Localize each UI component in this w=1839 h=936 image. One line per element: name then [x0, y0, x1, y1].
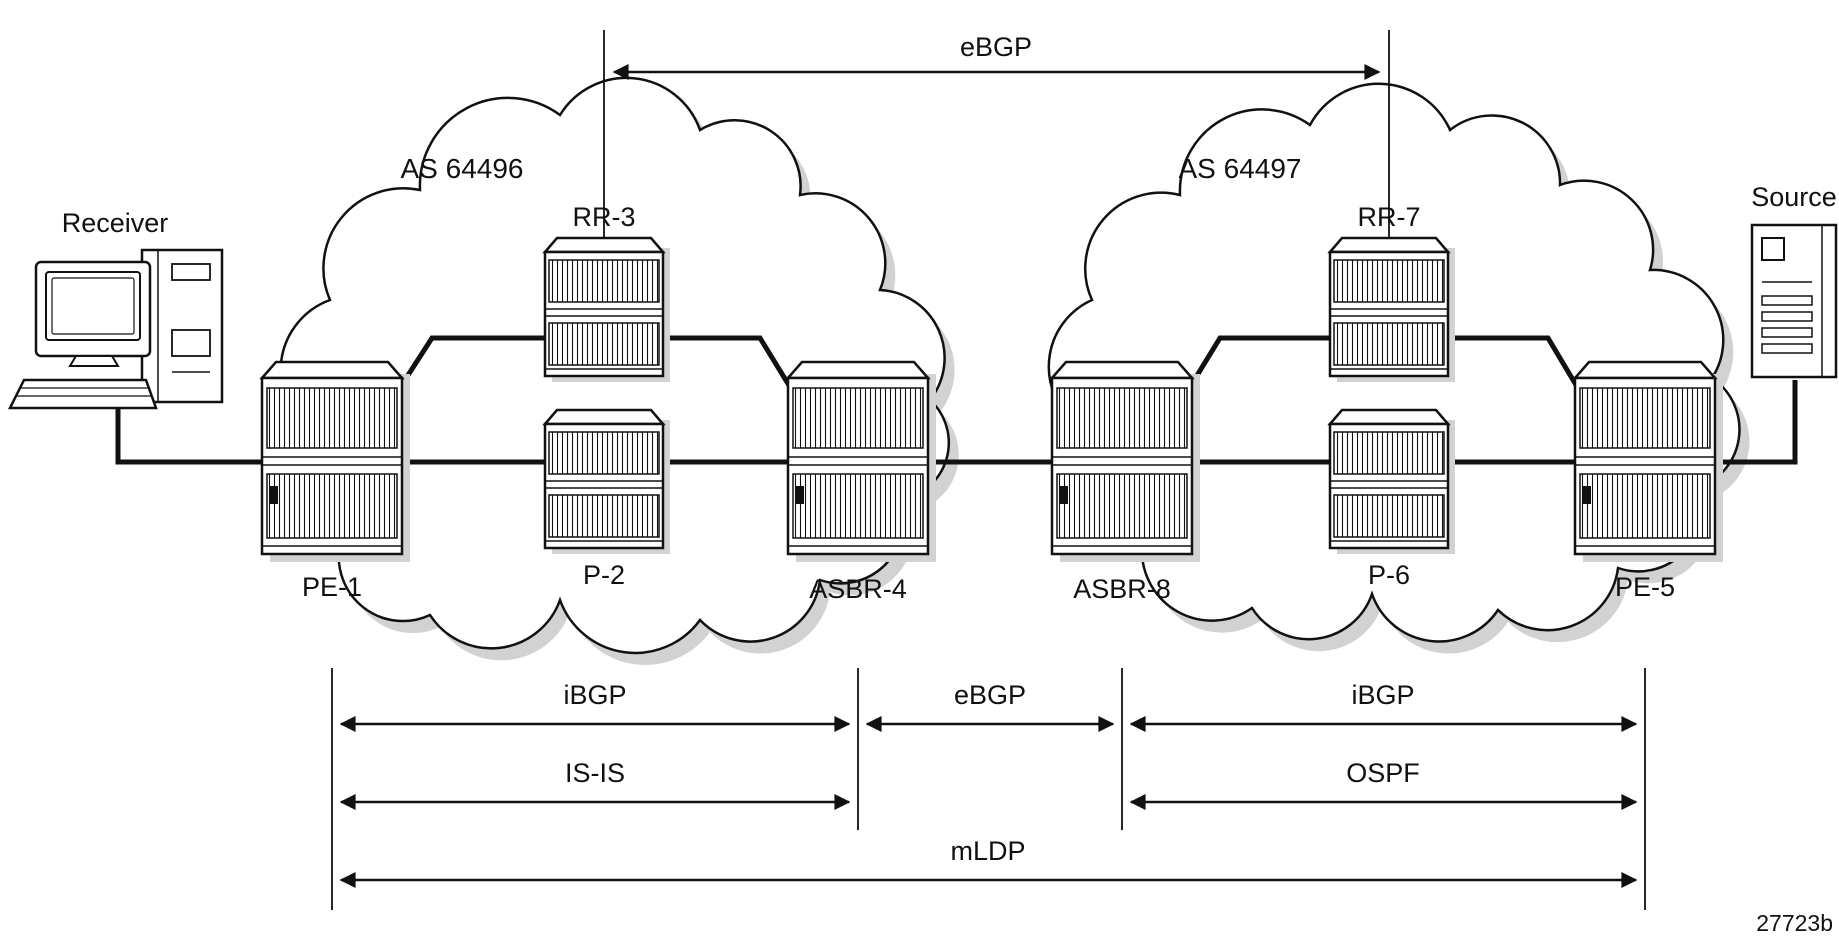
- receiver-host: [7, 248, 224, 410]
- protocol-spans: iBGP eBGP iBGP IS-IS OSPF mLDP: [331, 668, 1646, 910]
- router-p6: [1328, 408, 1457, 556]
- router-rr7: [1328, 236, 1457, 384]
- router-asbr4: [786, 360, 938, 564]
- router-rr3: [543, 236, 672, 384]
- router-p2-label: P-2: [583, 560, 625, 590]
- isis-label: IS-IS: [565, 758, 625, 788]
- router-rr3-label: RR-3: [572, 202, 635, 232]
- router-p6-label: P-6: [1368, 560, 1410, 590]
- ebgp-mid-label: eBGP: [954, 680, 1026, 710]
- as-left-label: AS 64496: [401, 153, 524, 184]
- router-asbr8: [1050, 360, 1202, 564]
- mldp-label: mLDP: [950, 836, 1025, 866]
- as-right-label: AS 64497: [1179, 153, 1302, 184]
- router-p2: [543, 408, 672, 556]
- ospf-label: OSPF: [1346, 758, 1420, 788]
- ibgp-left-label: iBGP: [563, 680, 626, 710]
- source-server-drive: [1761, 237, 1785, 261]
- source-label: Source: [1751, 182, 1837, 212]
- receiver-label: Receiver: [62, 208, 169, 238]
- receiver-tower-bay: [171, 329, 211, 357]
- router-asbr8-label: ASBR-8: [1073, 574, 1171, 604]
- router-asbr4-label: ASBR-4: [809, 574, 907, 604]
- router-pe5: [1573, 360, 1725, 564]
- router-pe1-label: PE-1: [302, 572, 362, 602]
- top-ebgp-session: eBGP: [603, 30, 1390, 248]
- source-server-slat: [1761, 295, 1813, 306]
- router-pe5-label: PE-5: [1615, 572, 1675, 602]
- figure-code: 27723b: [1756, 910, 1833, 936]
- router-rr7-label: RR-7: [1357, 202, 1420, 232]
- router-pe1: [260, 360, 412, 564]
- ebgp-session-label: eBGP: [960, 32, 1032, 62]
- backbone-link: [115, 380, 1798, 465]
- source-server-slat: [1761, 327, 1813, 338]
- source-server-slat: [1761, 311, 1813, 322]
- node-labels: Receiver Source PE-1 P-2 RR-3 ASBR-4 ASB…: [62, 182, 1837, 604]
- receiver-monitor-stand: [68, 355, 120, 367]
- receiver-keyboard: [7, 378, 158, 410]
- receiver-tower-bay: [171, 263, 211, 281]
- source-server-slat: [1761, 343, 1813, 354]
- source-host: [1750, 223, 1838, 379]
- ibgp-right-label: iBGP: [1351, 680, 1414, 710]
